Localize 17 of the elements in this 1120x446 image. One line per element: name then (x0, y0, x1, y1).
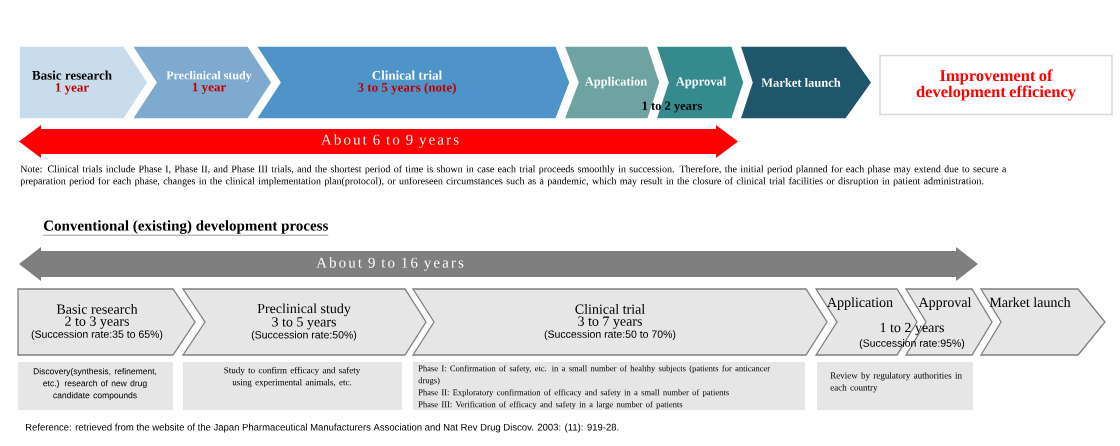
phase-box: Clinical trial 3 to 5 years (note) (254, 45, 571, 120)
succession-rate-label: (Succession rate:95%) (859, 339, 965, 349)
description-box: Study to confirm efficacy and safety using experimental animals, etc. (183, 362, 402, 410)
phase-box: Clinical trial 3 to 7 years (Succession rate:50 to 70%) (411, 288, 828, 356)
phase-box: Market launch (738, 45, 873, 120)
phase-box: Basic research 2 to 3 years (Succession rate:35 to 65%) (17, 288, 196, 356)
duration-label: 1 to 2 years (642, 101, 703, 113)
phase-box: Preclinical study 3 to 5 years (Succession rate:50%) (181, 288, 427, 356)
duration-label: 1 to 2 years (880, 322, 944, 336)
callout-box: Improvement of development efficiency (879, 54, 1113, 116)
reference-text: Reference: retrieved from the website of the Japan Pharmaceutical Manufacturers Association and Nat Rev Drug Discov. 2003: (11): 919-28. (26, 423, 619, 433)
phase-box: Basic research 1 year (18, 45, 149, 120)
description-box: Review by regulatory authorities in each country (817, 362, 973, 410)
description-box: Phase I: Confirmation of safety, etc. in a small number of healthy subjects (patients for anticancer drugs) Phase II: Exploratory confirmation of efficacy and safety in a small number of patients Phase III: Verification of efficacy and safety in a large number of patients (413, 362, 805, 410)
phase-box: Market launch (979, 288, 1106, 356)
description-box: Discovery(synthesis, refinement, etc.) research of new drug candidate compounds (18, 362, 173, 410)
phase-box: Preclinical study 1 year (130, 45, 273, 120)
